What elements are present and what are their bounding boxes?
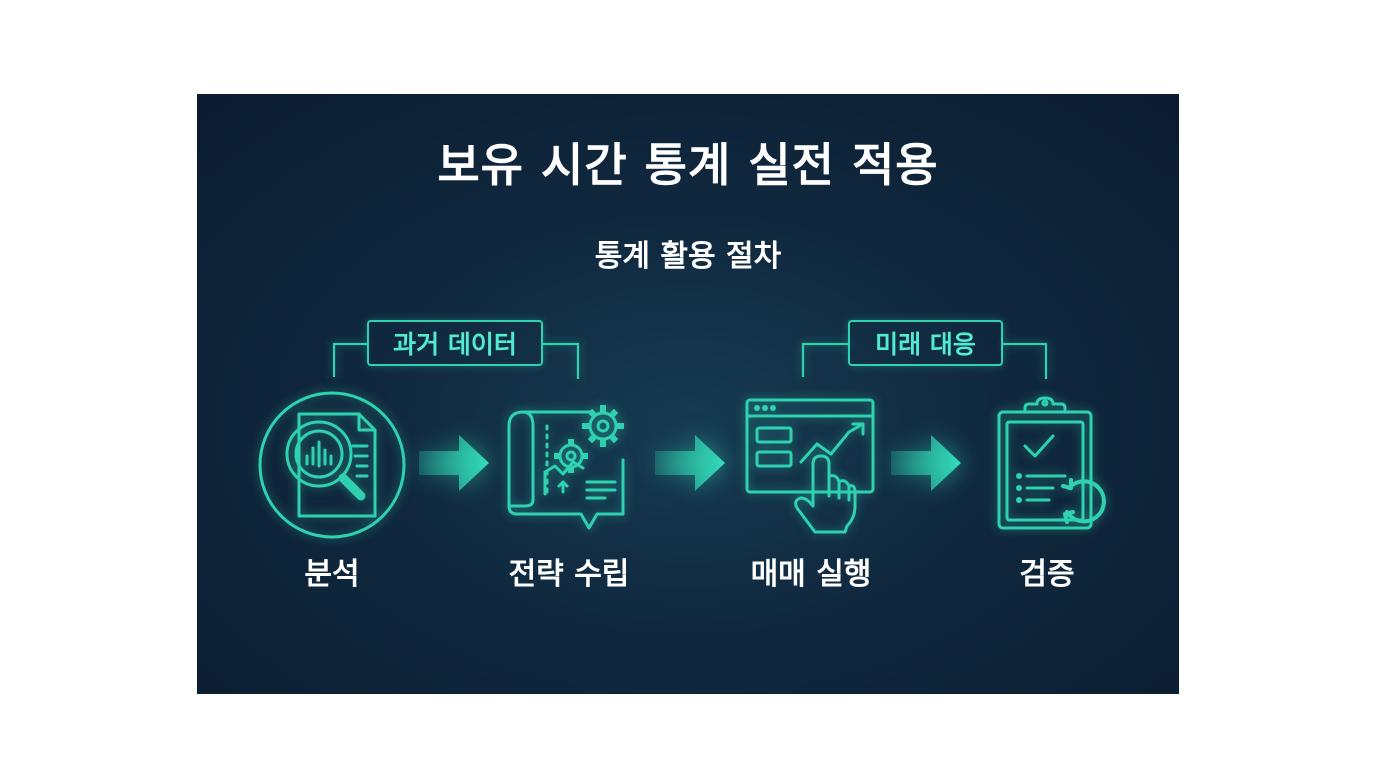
browser-hand-click-icon bbox=[745, 398, 875, 534]
group-label-future-response: 미래 대응 bbox=[848, 320, 1003, 366]
bracket-past-data bbox=[332, 342, 1048, 379]
blueprint-gears-icon bbox=[507, 405, 625, 530]
page-title: 보유 시간 통계 실전 적용 bbox=[437, 138, 939, 192]
document-magnifier-chart-icon bbox=[258, 391, 406, 539]
step-label-analysis: 분석 bbox=[304, 557, 360, 592]
step-label-trade-execution: 매매 실행 bbox=[750, 557, 872, 592]
group-label-past-data: 과거 데이터 bbox=[367, 320, 543, 366]
step-label-strategy: 전략 수립 bbox=[508, 557, 630, 592]
page-subtitle: 통계 활용 절차 bbox=[594, 239, 782, 274]
arrow-right-icon-3 bbox=[891, 435, 961, 491]
arrow-right-icon-2 bbox=[655, 435, 725, 491]
step-label-verification: 검증 bbox=[1019, 557, 1075, 592]
diagram-panel: 보유 시간 통계 실전 적용 통계 활용 절차 과거 데이터 미래 대응 bbox=[197, 94, 1179, 694]
clipboard-check-refresh-icon bbox=[997, 396, 1106, 530]
arrow-right-icon-1 bbox=[419, 435, 489, 491]
